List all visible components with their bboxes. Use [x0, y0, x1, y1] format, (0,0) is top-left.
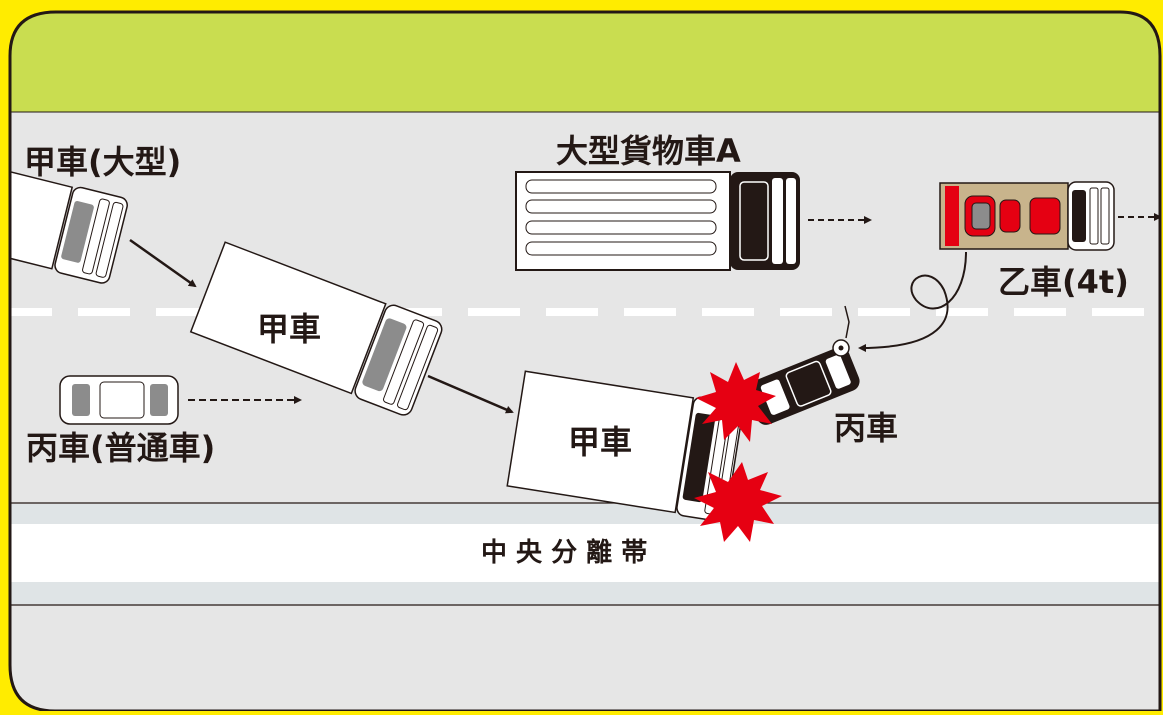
header-band [10, 12, 1160, 112]
impact-burst [696, 362, 776, 442]
label-otsu: 乙車(4t) [998, 263, 1129, 301]
label-ko-mid: 甲車 [257, 310, 322, 348]
label-truck-a: 大型貨物車A [556, 132, 741, 170]
panel-frame [8, 10, 1162, 713]
truck-ko-mid [189, 241, 443, 416]
ko-arrow-2 [427, 374, 514, 414]
ko-arrow-1 [129, 238, 197, 288]
label-ko-crash: 甲車 [568, 423, 633, 461]
truck-a [515, 171, 800, 271]
label-median: 中 央 分 離 帯 [481, 538, 648, 568]
truck-otsu [939, 181, 1115, 251]
car-hei-crash [746, 347, 860, 425]
label-hei: 丙車 [834, 409, 899, 447]
label-ko-large: 甲車(大型) [24, 143, 182, 181]
hei-trajectory [858, 251, 967, 352]
car-hei-start [59, 375, 179, 425]
impact-burst [694, 462, 782, 542]
truck-ko-start [10, 164, 128, 284]
label-hei-ordinary: 丙車(普通車) [26, 429, 216, 467]
median-strip [10, 524, 1160, 582]
